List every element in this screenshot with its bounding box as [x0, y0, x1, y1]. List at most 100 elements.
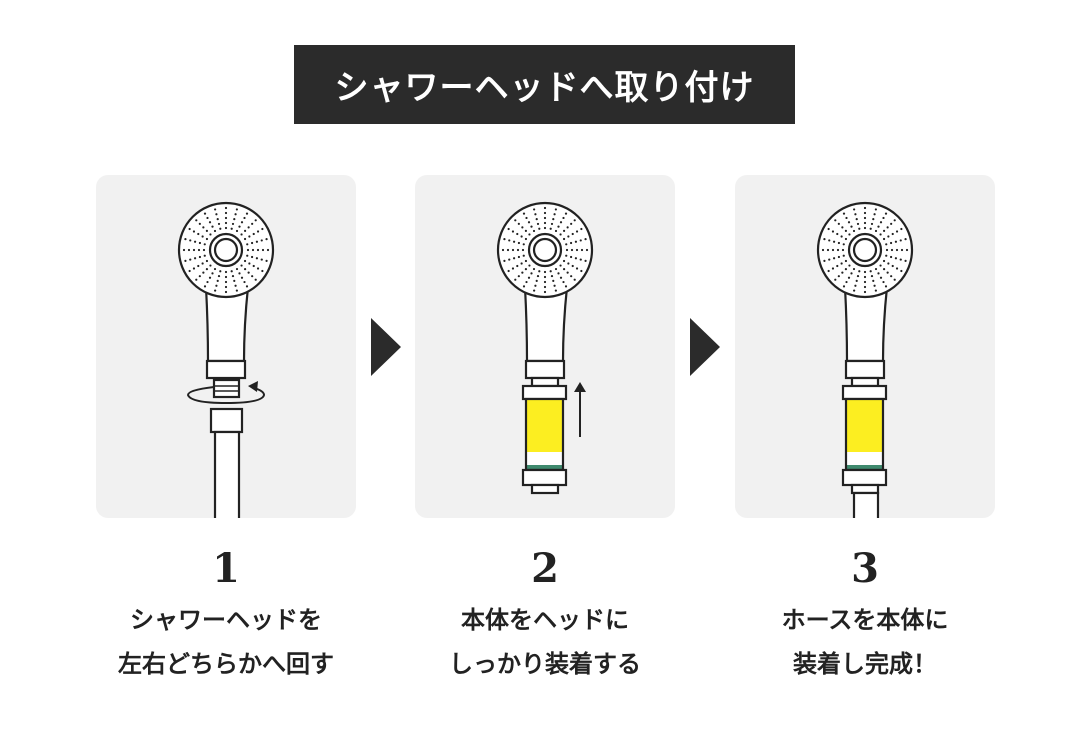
- spray-hole: [224, 221, 228, 225]
- spray-hole: [828, 239, 831, 242]
- spray-hole: [527, 221, 531, 224]
- filter-top-cap: [521, 384, 568, 401]
- spray-hole: [885, 254, 888, 257]
- spray-hole: [202, 248, 206, 252]
- spray-hole: [573, 278, 576, 281]
- spray-hole: [243, 229, 247, 233]
- spray-hole: [201, 262, 204, 265]
- spray-hole: [831, 248, 835, 252]
- spray-hole: [570, 222, 573, 225]
- spray-hole: [503, 238, 506, 241]
- spray-hole: [203, 243, 206, 246]
- spray-hole: [841, 248, 845, 252]
- spray-hole: [852, 267, 856, 271]
- spray-hole: [900, 248, 904, 252]
- spray-hole: [844, 237, 848, 241]
- spray-hole: [248, 262, 251, 265]
- handle: [843, 285, 889, 363]
- spray-hole: [530, 225, 533, 228]
- spray-hole: [224, 285, 228, 289]
- spray-hole: [198, 275, 201, 278]
- step-3-illustration: [735, 175, 995, 518]
- spray-hole: [243, 267, 247, 271]
- spray-hole: [854, 284, 857, 287]
- spray-hole: [837, 222, 840, 225]
- filter-body-white: [526, 452, 563, 465]
- up-arrowhead-icon: [574, 382, 586, 392]
- shower-head-attach-illustration: [496, 201, 594, 495]
- spray-hole: [255, 240, 259, 243]
- spray-hole: [192, 248, 196, 252]
- spray-hole: [250, 255, 254, 259]
- spray-hole: [240, 221, 244, 224]
- spray-hole: [198, 222, 201, 225]
- spray-hole: [251, 275, 254, 278]
- spray-hole: [197, 248, 201, 252]
- spray-hole: [834, 278, 837, 281]
- spray-hole: [233, 217, 236, 221]
- spray-hole: [189, 239, 192, 242]
- spray-hole: [842, 243, 845, 246]
- spray-hole: [246, 254, 249, 257]
- spray-hole: [900, 227, 903, 231]
- spray-hole: [549, 270, 552, 273]
- spray-hole: [580, 269, 583, 273]
- spray-hole: [534, 213, 537, 216]
- spray-hole: [251, 248, 255, 252]
- spray-hole: [886, 271, 889, 274]
- spray-hole: [844, 259, 848, 263]
- spray-hole: [532, 267, 536, 271]
- spray-hole: [503, 259, 506, 262]
- spray-hole: [553, 213, 556, 216]
- hose-connector: [209, 407, 244, 434]
- spray-hole: [524, 259, 528, 263]
- spray-hole: [879, 264, 882, 267]
- spray-hole: [206, 216, 209, 220]
- spray-hole: [873, 213, 876, 216]
- spray-hole: [863, 275, 867, 279]
- spray-hole: [524, 267, 528, 271]
- spray-hole: [543, 216, 547, 220]
- spray-hole: [905, 248, 909, 252]
- filter-bottom-cap: [521, 468, 568, 487]
- spray-hole: [890, 222, 893, 225]
- spray-hole: [231, 222, 235, 226]
- filter-body-yellow: [846, 399, 883, 452]
- filter-top-cap: [841, 384, 888, 401]
- spray-hole: [208, 276, 212, 279]
- spray-hole: [904, 259, 907, 262]
- spray-hole: [863, 270, 867, 274]
- spray-hole: [550, 274, 554, 278]
- spray-hole: [889, 241, 893, 245]
- spray-hole: [203, 285, 207, 288]
- spray-hole: [570, 275, 573, 278]
- spray-hole: [562, 280, 565, 284]
- threaded-nut: [212, 378, 241, 399]
- spray-hole: [528, 233, 531, 236]
- spray-hole: [837, 275, 840, 278]
- spray-hole: [530, 272, 533, 275]
- spray-hole: [837, 241, 841, 245]
- spray-hole: [508, 239, 511, 242]
- spray-hole: [243, 259, 247, 263]
- spray-hole: [209, 233, 212, 236]
- spray-hole: [827, 227, 830, 231]
- spray-hole: [238, 272, 241, 275]
- spray-hole: [850, 225, 853, 228]
- spray-hole: [195, 278, 198, 281]
- filter-body-green: [526, 465, 563, 470]
- spray-hole: [234, 213, 237, 216]
- spray-hole: [533, 289, 536, 292]
- spray-hole: [552, 217, 555, 221]
- spray-hole: [571, 232, 574, 236]
- page-title: シャワーヘッドへ取り付け: [294, 45, 795, 124]
- spray-hole: [535, 217, 538, 221]
- caption-line: シャワーヘッドを: [130, 606, 322, 634]
- caption-line: 左右どちらかへ回す: [118, 650, 334, 678]
- spray-hole: [247, 226, 250, 229]
- spray-hole: [197, 232, 200, 236]
- spray-hole: [525, 280, 528, 284]
- spray-hole: [579, 258, 582, 261]
- spray-hole: [562, 216, 565, 220]
- spray-hole: [238, 225, 241, 228]
